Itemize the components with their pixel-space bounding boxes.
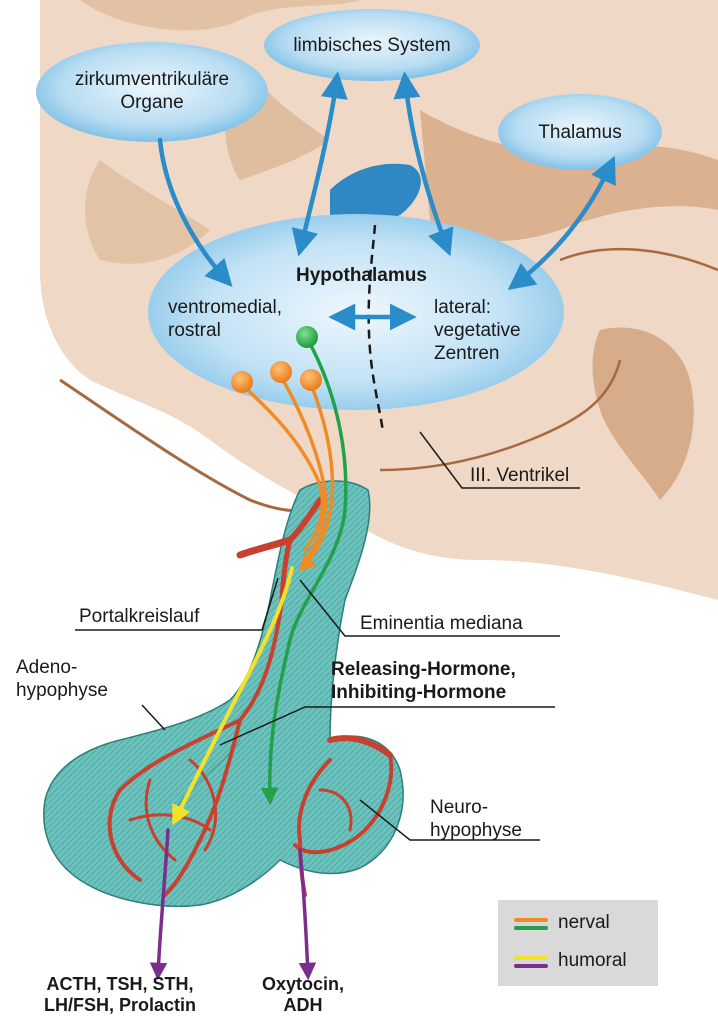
hypothalamus-left: ventromedial, rostral bbox=[168, 296, 282, 342]
neuron-orange-1 bbox=[231, 371, 253, 393]
legend: nerval humoral bbox=[498, 900, 658, 986]
limbisch-label: limbisches System bbox=[272, 34, 472, 57]
eminentia-label: Eminentia mediana bbox=[360, 612, 523, 635]
legend-humoral-swatch bbox=[514, 953, 548, 971]
releasing-label: Releasing-Hormone, Inhibiting-Hormone bbox=[331, 658, 516, 704]
zirkum-label: zirkumventrikuläre Organe bbox=[57, 68, 247, 114]
neuron-orange-2 bbox=[270, 361, 292, 383]
neuron-orange-3 bbox=[300, 369, 322, 391]
legend-nerval-swatch bbox=[514, 915, 548, 933]
portal-label: Portalkreislauf bbox=[79, 605, 199, 628]
legend-nerval: nerval bbox=[514, 906, 654, 942]
adeno-label: Adeno- hypophyse bbox=[16, 656, 108, 702]
output-right-label: Oxytocin, ADH bbox=[262, 974, 344, 1016]
hypothalamus-title: Hypothalamus bbox=[296, 264, 427, 287]
thalamus-label: Thalamus bbox=[520, 121, 640, 144]
ventrikel-label: III. Ventrikel bbox=[470, 464, 569, 487]
neuron-green bbox=[296, 326, 318, 348]
legend-nerval-label: nerval bbox=[558, 912, 610, 934]
output-left-label: ACTH, TSH, STH, LH/FSH, Prolactin bbox=[44, 974, 196, 1016]
legend-humoral-label: humoral bbox=[558, 950, 627, 972]
neuro-label: Neuro- hypophyse bbox=[430, 796, 522, 842]
hypothalamus-right: lateral: vegetative Zentren bbox=[434, 296, 521, 365]
legend-humoral: humoral bbox=[514, 944, 654, 980]
